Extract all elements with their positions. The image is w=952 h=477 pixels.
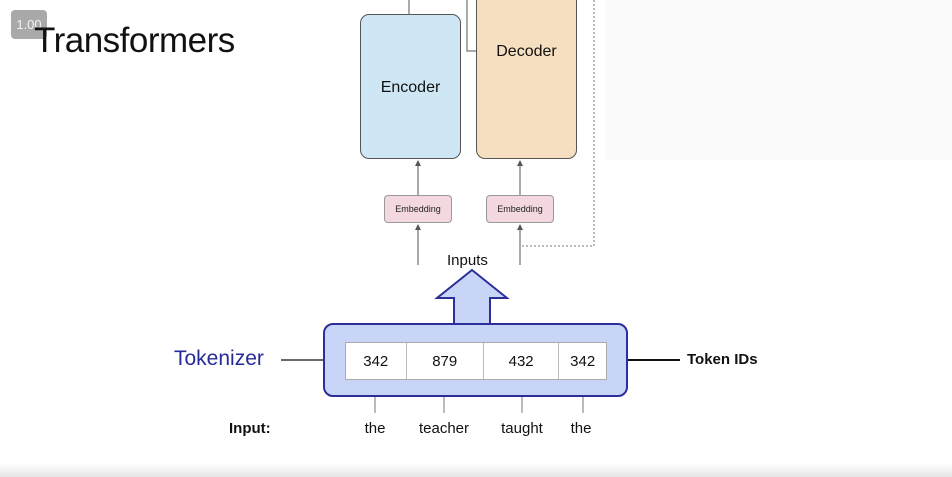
token-ids-row: 342 879 432 342 <box>345 342 607 380</box>
decoder-embedding-box: Embedding <box>486 195 554 223</box>
input-label: Input: <box>229 420 271 437</box>
token-id-cell: 342 <box>570 352 596 370</box>
slide-title: Transformers <box>34 21 235 60</box>
input-word: the <box>570 420 592 437</box>
tokenizer-label: Tokenizer <box>174 347 264 370</box>
input-word: the <box>364 420 386 437</box>
token-id-cell: 879 <box>407 343 484 379</box>
encoder-label: Encoder <box>380 79 441 96</box>
decoder-feedback-dotted <box>520 0 595 247</box>
decoder-block: Decoder <box>476 0 577 159</box>
video-bottom-bar <box>0 463 952 477</box>
input-word: taught <box>501 420 543 437</box>
background-panel <box>605 0 952 160</box>
encoder-block: Encoder <box>360 14 461 159</box>
decoder-label: Decoder <box>496 43 557 60</box>
token-id-cell: 342 <box>346 343 407 379</box>
playback-speed-badge[interactable]: 1.00 <box>11 10 47 39</box>
encoder-decoder-link <box>466 0 476 52</box>
tokenizer-up-arrow <box>434 268 510 324</box>
token-id-cell: 432 <box>484 343 560 379</box>
encoder-embedding-box: Embedding <box>384 195 452 223</box>
token-ids-label: Token IDs <box>687 351 758 368</box>
inputs-label: Inputs <box>447 252 488 269</box>
input-word: teacher <box>418 420 470 437</box>
